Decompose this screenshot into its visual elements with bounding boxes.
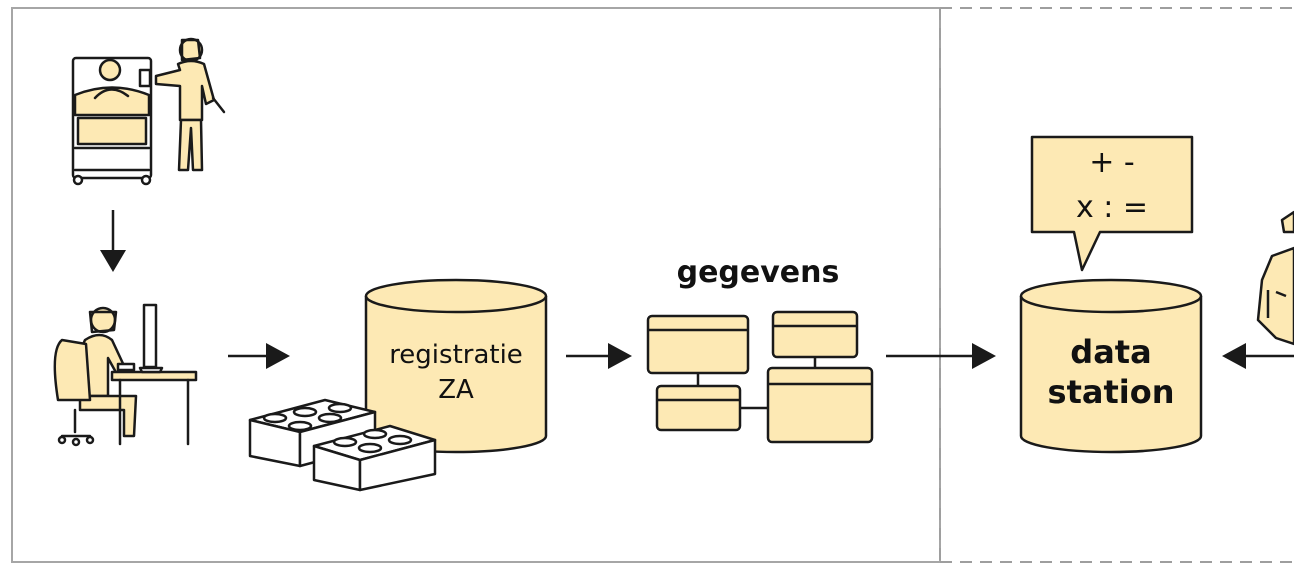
arrow-to-station xyxy=(886,343,996,369)
hospital-frame xyxy=(11,7,941,563)
data-tables-icon xyxy=(646,310,874,444)
arrow-to-data xyxy=(566,343,632,369)
calculation-bubble-icon xyxy=(1030,135,1194,272)
researcher-icon xyxy=(1256,210,1294,346)
calc-symbols-line1: + - xyxy=(1089,145,1135,180)
arrow-from-researcher xyxy=(1222,343,1294,369)
down-arrow-icon xyxy=(100,210,126,272)
arrow-to-registry xyxy=(228,343,290,369)
registry-label-line2: ZA xyxy=(438,375,474,405)
station-label-line1: data xyxy=(1070,333,1151,371)
calc-symbols-line2: x : = xyxy=(1076,190,1148,225)
station-label-line2: station xyxy=(1048,373,1175,411)
data-station-database-icon xyxy=(1019,278,1203,454)
registry-label-line1: registratie xyxy=(389,340,523,370)
building-block-icon xyxy=(248,398,437,492)
data-entry-worker-icon xyxy=(53,303,198,447)
registry-database-icon xyxy=(364,278,548,454)
data-heading: gegevens xyxy=(677,255,840,290)
patient-caregiver-icon xyxy=(71,37,226,186)
